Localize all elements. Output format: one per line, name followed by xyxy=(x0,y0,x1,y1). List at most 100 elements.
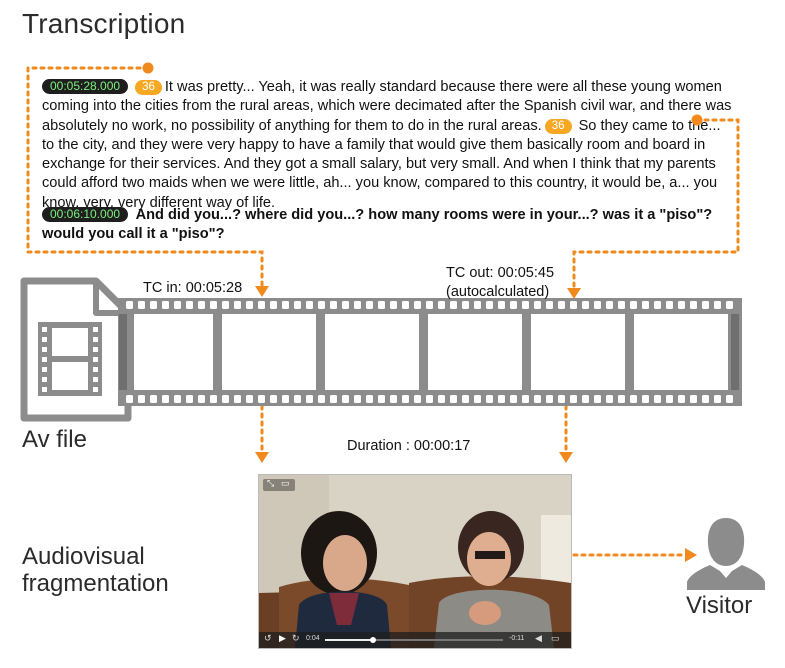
sprocket-hole xyxy=(630,301,637,309)
sprocket-hole xyxy=(498,301,505,309)
sprocket-hole xyxy=(246,301,253,309)
sprocket-hole xyxy=(450,395,457,403)
sprocket-hole xyxy=(666,395,673,403)
sprocket-hole xyxy=(390,395,397,403)
duration-label: Duration : 00:00:17 xyxy=(347,438,471,454)
sprocket-hole xyxy=(726,301,733,309)
arrow-right-icon xyxy=(685,548,697,562)
sprocket-hole xyxy=(534,301,541,309)
film-strip xyxy=(118,298,742,406)
sprocket-hole xyxy=(462,301,469,309)
sprocket-hole xyxy=(306,301,313,309)
rewind-icon[interactable]: ↺ xyxy=(264,633,272,643)
document-video-icon xyxy=(20,277,132,422)
volume-icon[interactable]: ◀ xyxy=(535,633,542,643)
tc-in-label: TC in: 00:05:28 xyxy=(143,280,243,296)
forward-icon[interactable]: ↻ xyxy=(292,633,300,643)
sprocket-hole xyxy=(138,395,145,403)
video-player[interactable]: ⤡ ▭ ↺ ▶ ↻ 0:04 -0:11 ◀ ▭ xyxy=(258,474,572,649)
fragmentation-caption-line1: Audiovisual xyxy=(22,543,145,570)
speaker-badge: 36 xyxy=(135,80,162,95)
sprocket-hole xyxy=(474,301,481,309)
sprocket-hole xyxy=(150,301,157,309)
airplay-icon[interactable]: ▭ xyxy=(551,633,560,643)
sprocket-hole xyxy=(138,301,145,309)
sprocket-hole xyxy=(654,395,661,403)
sprocket-hole xyxy=(354,301,361,309)
sprocket-hole xyxy=(558,395,565,403)
speaker-badge: 36 xyxy=(544,118,572,134)
transcription-title: Transcription xyxy=(22,8,186,39)
arrow-down-icon xyxy=(559,452,573,463)
sprocket-hole xyxy=(378,301,385,309)
sprocket-hole xyxy=(594,395,601,403)
sprocket-hole xyxy=(582,395,589,403)
sprocket-hole xyxy=(222,301,229,309)
connector-dot xyxy=(691,114,703,126)
sprocket-hole xyxy=(174,395,181,403)
sprocket-hole xyxy=(474,395,481,403)
arrowheads xyxy=(255,286,697,562)
sprocket-hole xyxy=(402,395,409,403)
connector-dot xyxy=(142,62,154,74)
sprocket-hole xyxy=(690,301,697,309)
fullscreen-controls[interactable]: ⤡ ▭ xyxy=(263,478,295,491)
sprocket-hole xyxy=(570,395,577,403)
arrow-down-icon xyxy=(255,286,269,297)
sprocket-hole xyxy=(186,301,193,309)
progress-knob[interactable] xyxy=(370,637,377,643)
elapsed-time: 0:04 xyxy=(306,635,320,642)
sprocket-hole xyxy=(642,301,649,309)
sprocket-hole xyxy=(690,395,697,403)
tc-out-label: TC out: 00:05:45 xyxy=(446,265,555,281)
transcript-text: It was pretty... Yeah, it was really sta… xyxy=(42,79,732,134)
connector-tc-out xyxy=(572,118,740,290)
sprocket-hole xyxy=(558,301,565,309)
expand-icon[interactable]: ⤡ xyxy=(267,478,275,488)
sprocket-hole xyxy=(186,395,193,403)
person-silhouette-icon xyxy=(687,518,765,590)
progress-track[interactable] xyxy=(325,637,503,643)
sprocket-hole xyxy=(438,301,445,309)
sprocket-hole xyxy=(486,395,493,403)
player-control-bar: ↺ ▶ ↻ 0:04 -0:11 ◀ ▭ xyxy=(259,632,571,648)
sprocket-hole xyxy=(414,395,421,403)
sprocket-hole xyxy=(630,395,637,403)
remaining-time: -0:11 xyxy=(509,635,525,642)
sprocket-hole xyxy=(174,301,181,309)
transcript-text: So they came to the... to the city, and … xyxy=(42,117,721,211)
sprocket-hole xyxy=(702,301,709,309)
timestamp-chip[interactable]: 00:05:28.000 xyxy=(42,79,129,94)
sprocket-hole xyxy=(570,301,577,309)
sprocket-hole xyxy=(234,301,241,309)
picture-in-picture-icon[interactable]: ▭ xyxy=(281,478,290,488)
sprocket-hole xyxy=(234,395,241,403)
transcript-text: And did you...? where did you...? how ma… xyxy=(42,207,713,243)
arrow-down-icon xyxy=(255,452,269,463)
sprocket-hole xyxy=(342,301,349,309)
sprocket-hole xyxy=(282,301,289,309)
sprocket-hole xyxy=(210,395,217,403)
visitor-caption: Visitor xyxy=(686,592,753,619)
sprocket-hole xyxy=(426,395,433,403)
sprocket-hole xyxy=(654,301,661,309)
sprocket-hole xyxy=(150,395,157,403)
sprocket-hole xyxy=(198,301,205,309)
sprocket-hole xyxy=(438,395,445,403)
sprocket-hole xyxy=(282,395,289,403)
sprocket-hole xyxy=(678,301,685,309)
sprocket-hole xyxy=(606,301,613,309)
sprocket-hole xyxy=(714,301,721,309)
timestamp-chip[interactable]: 00:06:10.000 xyxy=(42,207,129,222)
sprocket-hole xyxy=(258,395,265,403)
sprocket-hole xyxy=(258,301,265,309)
sprocket-hole xyxy=(582,301,589,309)
sprocket-hole xyxy=(702,395,709,403)
sprocket-hole xyxy=(546,395,553,403)
play-icon[interactable]: ▶ xyxy=(279,633,286,643)
sprocket-hole xyxy=(618,395,625,403)
sprocket-hole xyxy=(642,395,649,403)
sprocket-hole xyxy=(486,301,493,309)
